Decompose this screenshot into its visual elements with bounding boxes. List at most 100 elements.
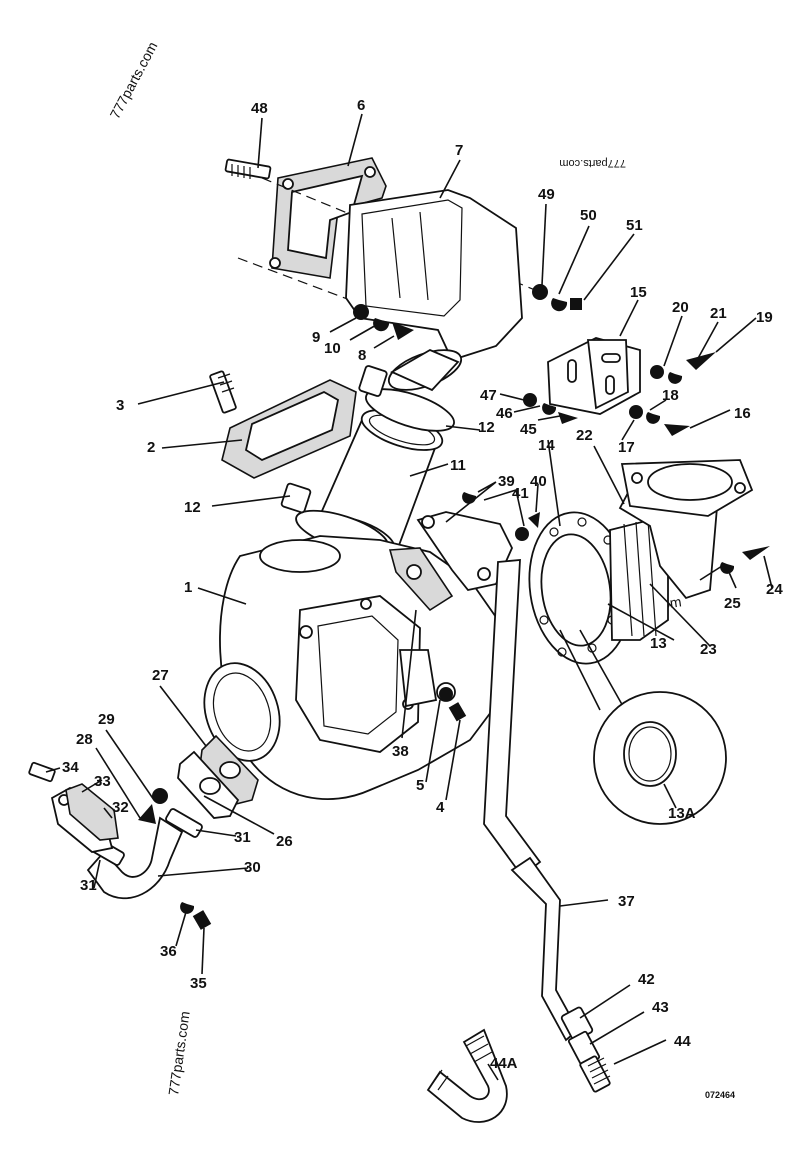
nut-part-47 xyxy=(523,393,537,407)
gasket-part-27 xyxy=(199,734,259,805)
nut-part-41 xyxy=(515,527,529,541)
nut-part-49 xyxy=(532,284,548,300)
stud-part-34 xyxy=(28,761,56,783)
washer-part-28 xyxy=(138,804,156,824)
washer-part-36 xyxy=(180,902,195,914)
callout-42: 42 xyxy=(638,971,655,988)
callout-35: 35 xyxy=(190,975,207,992)
washer-part-24 xyxy=(742,546,770,560)
callout-39: 39 xyxy=(498,473,515,490)
callout-41: 41 xyxy=(512,485,529,502)
callout-44: 44 xyxy=(674,1033,691,1050)
elbow-part-22 xyxy=(618,459,754,600)
callout-7: 7 xyxy=(455,142,463,159)
callout-45: 45 xyxy=(520,421,537,438)
gasket-part-38 xyxy=(388,547,454,612)
callout-23: 23 xyxy=(700,641,717,658)
nut-part-29 xyxy=(152,788,168,804)
washer-part-19 xyxy=(686,352,716,370)
callout-43: 43 xyxy=(652,999,669,1016)
hose-clamp-part-31-upper xyxy=(165,808,203,838)
callout-12-lower: 12 xyxy=(184,499,201,516)
callout-22: 22 xyxy=(576,427,593,444)
spacer-part-51 xyxy=(570,298,582,310)
washer-part-45 xyxy=(558,412,578,424)
nut-part-20 xyxy=(650,365,664,379)
washer-part-40 xyxy=(528,512,540,528)
callout-49: 49 xyxy=(538,186,555,203)
watermark-top-left: 777parts.com xyxy=(107,39,161,121)
callout-32: 32 xyxy=(112,799,129,816)
washer-part-21 xyxy=(668,372,683,384)
washer-part-8 xyxy=(392,322,414,340)
nut-part-5 xyxy=(439,687,453,701)
callout-33: 33 xyxy=(94,773,111,790)
callout-9: 9 xyxy=(312,329,320,346)
callout-34: 34 xyxy=(62,759,79,776)
callout-51: 51 xyxy=(626,217,643,234)
callout-10: 10 xyxy=(324,340,341,357)
callout-12-upper: 12 xyxy=(478,419,495,436)
callout-13: 13 xyxy=(650,635,667,652)
callout-19: 19 xyxy=(756,309,773,326)
callout-5: 5 xyxy=(416,777,424,794)
callout-15: 15 xyxy=(630,284,647,301)
callout-29: 29 xyxy=(98,711,115,728)
callout-27: 27 xyxy=(152,667,169,684)
stud-part-35 xyxy=(192,910,212,930)
gasket-part-6 xyxy=(269,157,387,279)
callout-20: 20 xyxy=(672,299,689,316)
nut-part-17 xyxy=(629,405,643,419)
gasket-part-33 xyxy=(65,783,119,841)
washer-part-16 xyxy=(664,424,690,436)
drain-pipe-part-30 xyxy=(86,816,184,900)
callout-14: 14 xyxy=(538,437,555,454)
leader-lines xyxy=(45,113,773,1081)
callout-21: 21 xyxy=(710,305,727,322)
watermark-top-right: 777parts.com xyxy=(559,157,626,169)
callout-37: 37 xyxy=(618,893,635,910)
callout-16: 16 xyxy=(734,405,751,422)
callout-26: 26 xyxy=(276,833,293,850)
callout-13A: 13A xyxy=(668,805,696,822)
callout-44A: 44A xyxy=(490,1055,518,1072)
callout-18: 18 xyxy=(662,387,679,404)
callout-47: 47 xyxy=(480,387,497,404)
callout-25: 25 xyxy=(724,595,741,612)
callout-50: 50 xyxy=(580,207,597,224)
washer-part-18 xyxy=(646,412,661,424)
callout-3: 3 xyxy=(116,397,124,414)
callout-31-upper: 31 xyxy=(234,829,251,846)
bracket-part-15 xyxy=(547,337,641,415)
washer-part-39 xyxy=(462,492,477,504)
flange-part-14 xyxy=(528,511,632,665)
callout-36: 36 xyxy=(160,943,177,960)
gasket-part-26 xyxy=(177,750,240,819)
nipple-part-44 xyxy=(579,1055,611,1093)
callout-30: 30 xyxy=(244,859,261,876)
watermark-bottom-left: 777parts.com xyxy=(165,1010,193,1096)
callout-48: 48 xyxy=(251,100,268,117)
callout-31-lower: 31 xyxy=(80,877,97,894)
drawing-reference-number: 072464 xyxy=(705,1090,735,1100)
callout-labels: 48 6 7 49 50 51 15 20 21 19 9 10 8 47 46… xyxy=(62,97,783,1072)
alignment-line-left xyxy=(237,257,351,301)
nut-part-9 xyxy=(353,304,369,320)
callout-2: 2 xyxy=(147,439,155,456)
gasket-part-2 xyxy=(221,379,357,479)
washer-part-25 xyxy=(720,562,735,574)
callout-11: 11 xyxy=(450,457,466,474)
callout-6: 6 xyxy=(357,97,365,114)
hose-clamp-part-12-upper xyxy=(358,365,455,432)
detail-circle-13A xyxy=(559,629,727,825)
stud-part-48 xyxy=(224,158,272,180)
u-bend-fitting-part-44A xyxy=(426,1028,508,1123)
stud-part-3 xyxy=(209,370,237,414)
callout-28: 28 xyxy=(76,731,93,748)
callout-40: 40 xyxy=(530,473,547,490)
callout-46: 46 xyxy=(496,405,513,422)
callout-24: 24 xyxy=(766,581,783,598)
callout-1: 1 xyxy=(184,579,192,596)
washer-part-10 xyxy=(373,318,390,332)
